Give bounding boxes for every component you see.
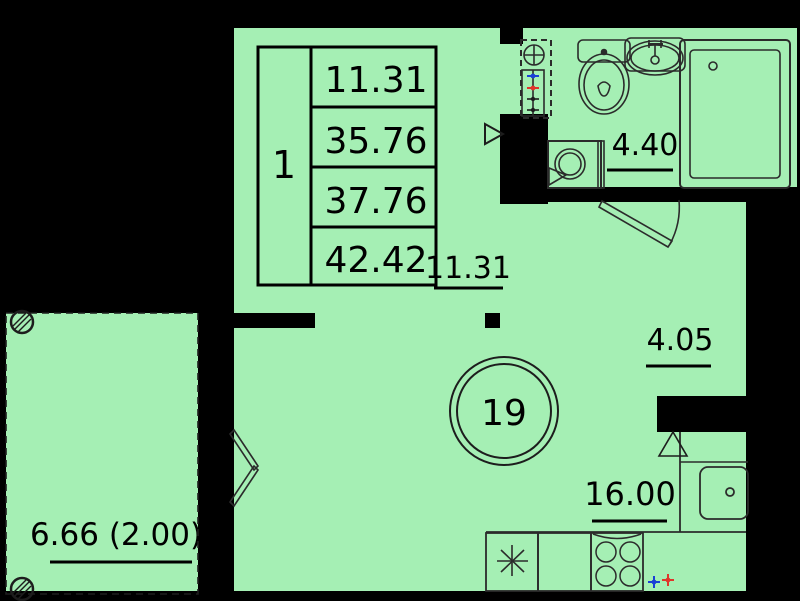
washing-machine-fixture: [547, 140, 605, 189]
burner-2: [619, 541, 641, 563]
water-heater-body: [699, 466, 749, 520]
vent-marker-kitchen: [657, 430, 689, 457]
area-label-closet: 4.05: [646, 323, 714, 368]
water-heater-dial: [725, 487, 735, 497]
washing-machine-door-swing: [548, 166, 568, 187]
bathroom-door: [597, 199, 681, 249]
closet-area-value: 4.05: [647, 323, 714, 358]
washbasin-fixture: [624, 37, 686, 76]
riser-pipe-cold: [527, 73, 539, 79]
burner-3: [595, 565, 617, 587]
info-row-value-3: 42.42: [324, 240, 427, 281]
ceiling-marker-value: 19: [481, 393, 527, 434]
wall-right-lower: [746, 432, 800, 601]
bathroom-door-leaf: [597, 199, 674, 249]
riser-pipe-hot: [527, 85, 539, 91]
ceiling-height-marker: 19: [449, 356, 559, 466]
info-table: [256, 45, 438, 287]
bathroom-fixtures: [520, 37, 791, 249]
kitchen-area-value: 16.00: [584, 475, 676, 513]
fill-main-upper-right: [570, 328, 680, 398]
fill-hall: [234, 28, 500, 313]
washing-machine-door-inner: [558, 152, 582, 176]
outline-bath-right-edge: [692, 187, 797, 202]
washing-machine-door-outer: [554, 148, 586, 180]
washbasin-bowl: [626, 40, 684, 76]
kitchen-fixtures: [485, 430, 749, 592]
balcony-outline: [5, 312, 199, 595]
area-label-balcony: 6.66 (2.00): [30, 517, 202, 564]
bathtub-drain: [708, 61, 718, 71]
room-fill-corrections: [234, 28, 797, 591]
wall-below-balcony: [0, 594, 234, 601]
wall-balcony-separator: [198, 28, 234, 601]
burner-4: [619, 565, 641, 587]
balcony-column-top: [9, 309, 35, 335]
burner-1: [595, 541, 617, 563]
vent-marker-hall: [484, 122, 506, 146]
bathroom-area-value: 4.40: [612, 128, 679, 163]
wall-above-balcony: [0, 28, 234, 313]
stove-burners: [592, 533, 642, 587]
outline-closet-roof: [657, 396, 746, 432]
balcony-door-leaf-upper: [228, 428, 260, 472]
balcony: [5, 309, 199, 601]
outline-bath-floor: [548, 187, 693, 202]
fill-hall-right: [500, 202, 680, 328]
kitchen-stove-unit: [590, 532, 644, 592]
info-row-value-1: 35.76: [324, 121, 427, 162]
ceiling-marker-inner-circle: [456, 363, 552, 459]
hall-area-value: 11.31: [425, 251, 511, 286]
riser-shaft-outline: [520, 39, 552, 119]
area-label-bathroom: 4.40: [607, 128, 679, 172]
balcony-column-bottom: [9, 576, 35, 601]
water-heater-fixture: [679, 432, 749, 532]
outline-bath-left: [500, 28, 523, 44]
washing-machine-body: [547, 140, 602, 189]
wall-bottom-outer: [0, 591, 800, 601]
ceiling-marker-outer-circle: [449, 356, 559, 466]
kitchen-utility-connections: [648, 574, 674, 588]
outline-bath-step: [500, 114, 548, 204]
area-label-kitchen: 16.00: [584, 475, 676, 523]
wall-left-outer: [0, 28, 6, 601]
balcony-area-value: 6.66 (2.00): [30, 517, 202, 553]
info-row-value-2: 37.76: [324, 181, 427, 222]
toilet-bowl-outer: [578, 53, 630, 115]
toilet-seat: [583, 59, 625, 111]
riser-pipe-drain: [527, 96, 539, 113]
info-table-text: 1 11.31 35.76 37.76 42.42: [272, 60, 428, 281]
vent-triangle-hall: [484, 122, 506, 146]
wall-closet-right: [746, 196, 800, 401]
room-fill-balcony: [6, 313, 198, 594]
wall-outlines: [500, 28, 797, 432]
wall-top-outer: [0, 0, 800, 28]
toilet-bowl-inner: [597, 81, 611, 97]
plumbing-riser: [520, 39, 552, 119]
balcony-door-leaf-lower: [228, 464, 260, 508]
info-rooms-count: 1: [272, 143, 296, 187]
bathroom-door-swing-arc: [669, 199, 681, 245]
vent-triangle-kitchen: [657, 430, 689, 457]
area-labels: 11.31 4.40 4.05 16.00 6.66 (2.00): [30, 128, 714, 564]
stove-top-curve: [592, 533, 642, 540]
balcony-door: [228, 428, 260, 508]
info-row-value-0: 11.31: [324, 60, 427, 101]
area-label-hall: 11.31: [425, 251, 511, 290]
bathtub-fixture: [679, 39, 791, 189]
washing-machine-panel: [597, 140, 605, 189]
kitchen-sink-icon: [497, 545, 528, 576]
bathtub-inner: [689, 49, 781, 179]
wall-stub-left: [234, 313, 315, 328]
fill-kitchen-nook: [680, 432, 746, 591]
bathtub-outer: [679, 39, 791, 189]
